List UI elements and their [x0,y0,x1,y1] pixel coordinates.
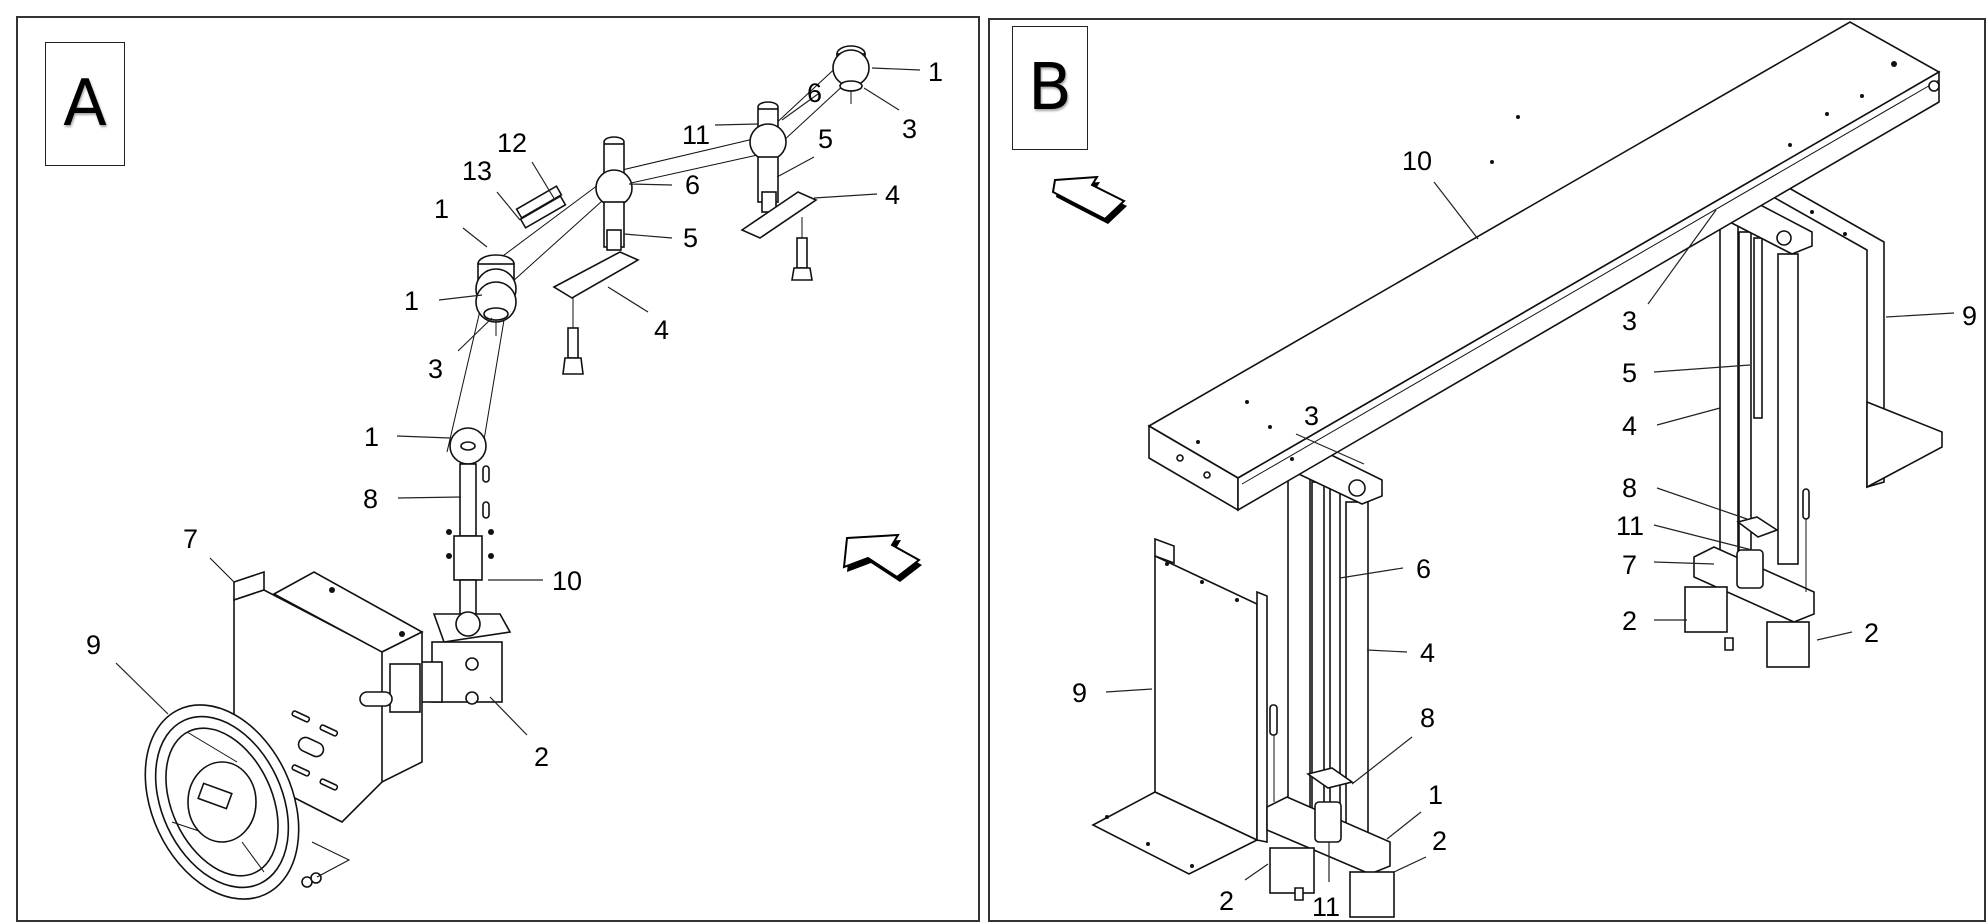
callout-label: 8 [1622,473,1637,503]
callout-label: 9 [1072,678,1087,708]
top-beam [1147,21,1941,512]
callout-label: 3 [1304,401,1319,431]
callout-label: 5 [683,223,698,253]
leader-lines [115,67,921,736]
callout-label: 4 [1622,411,1637,441]
sprocket-top-right [832,45,870,104]
callout-label: 9 [86,630,101,660]
cover-right [1774,180,1943,489]
chain-lines [446,61,848,453]
shaft-right [740,101,818,281]
callout-label: 1 [404,286,419,316]
callout-label: 4 [1420,638,1435,668]
callout-label: 2 [1864,618,1879,648]
panel-b-letter: B [1012,26,1088,150]
callout-label: 1 [1428,780,1443,810]
callout-label: 6 [1416,554,1431,584]
vertical-shaft [446,427,494,615]
direction-arrow-icon [842,533,922,582]
panel-a: A [16,16,980,922]
panel-a-letter: A [45,42,125,166]
panel-b: B [988,18,1986,922]
callout-label: 6 [807,78,822,108]
cover-left [1091,537,1268,875]
callout-label: 5 [818,124,833,154]
callout-label: 4 [885,180,900,210]
callout-label: 5 [1622,358,1637,388]
callout-label: 3 [428,354,443,384]
sprocket-stack-left [475,254,517,336]
callout-label: 10 [1402,146,1432,176]
shaft-middle [552,136,640,375]
callout-label: 2 [1622,606,1637,636]
callout-label: 1 [434,194,449,224]
panel-a-drawing: 1 6 3 11 5 12 13 6 4 1 5 1 4 3 1 8 7 10 … [86,45,943,900]
handwheel [144,704,351,900]
callout-label: 9 [1962,301,1977,331]
callout-label: 1 [928,57,943,87]
callout-label: 6 [685,170,700,200]
column-left [1266,447,1395,918]
callout-label: 8 [363,484,378,514]
callout-label: 3 [902,114,917,144]
column-right [1684,197,1815,668]
callout-label: 11 [1312,892,1340,922]
callout-label: 4 [654,315,669,345]
callout-label: 13 [462,156,492,186]
callout-label: 2 [1432,826,1447,856]
callout-label: 2 [534,742,549,772]
callout-label: 10 [552,566,582,596]
callout-label: 7 [1622,550,1637,580]
callout-label: 3 [1622,306,1637,336]
callout-label: 8 [1420,703,1435,733]
chain-link-part [515,185,567,229]
callout-labels: 10 3 9 5 4 3 8 11 7 6 2 2 4 9 8 1 2 2 11 [1072,146,1977,922]
panel-b-drawing: 10 3 9 5 4 3 8 11 7 6 2 2 4 9 8 1 2 2 11 [1051,21,1977,922]
callout-label: 1 [364,422,379,452]
callout-label: 11 [682,120,710,150]
callout-label: 11 [1616,511,1644,541]
direction-arrow-icon [1051,175,1127,224]
callout-label: 7 [183,524,198,554]
leader-lines [1105,181,1955,882]
callout-labels: 1 6 3 11 5 12 13 6 4 1 5 1 4 3 1 8 7 10 … [86,57,943,772]
callout-label: 12 [497,128,527,158]
callout-label: 2 [1219,886,1234,916]
